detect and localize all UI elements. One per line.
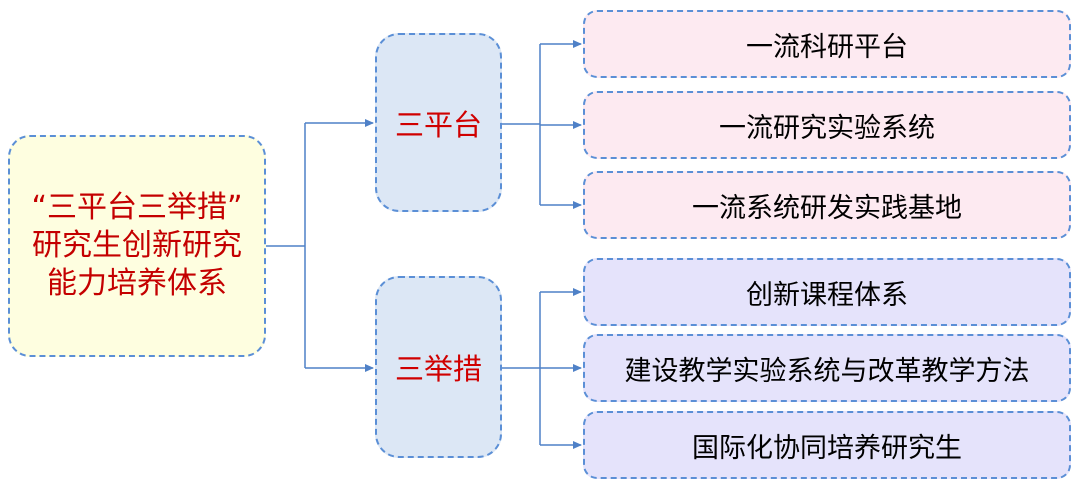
leaf-label: 建设教学实验系统与改革教学方法	[624, 355, 1030, 387]
leaf-node-platform-2: 一流研究实验系统	[583, 91, 1071, 159]
root-node: “三平台三举措” 研究生创新研究 能力培养体系	[8, 135, 266, 357]
leaf-node-measure-2: 建设教学实验系统与改革教学方法	[583, 334, 1071, 402]
root-title: “三平台三举措” 研究生创新研究 能力培养体系	[25, 189, 248, 303]
group-label-measures: 三举措	[394, 352, 482, 386]
root-line-2: 研究生创新研究	[32, 228, 242, 263]
leaf-label: 一流研究实验系统	[719, 112, 935, 144]
root-line-1: “三平台三举措”	[31, 190, 243, 225]
group-node-platforms: 三平台	[375, 33, 502, 212]
leaf-label: 创新课程体系	[746, 279, 908, 311]
leaf-node-platform-1: 一流科研平台	[583, 10, 1071, 78]
leaf-node-platform-3: 一流系统研发实践基地	[583, 171, 1071, 239]
leaf-label: 一流科研平台	[746, 31, 908, 63]
group-label-platforms: 三平台	[394, 107, 482, 142]
group-node-measures: 三举措	[375, 276, 502, 458]
leaf-label: 国际化协同培养研究生	[692, 432, 962, 464]
root-line-3: 能力培养体系	[47, 266, 227, 301]
leaf-node-measure-1: 创新课程体系	[583, 258, 1071, 326]
leaf-label: 一流系统研发实践基地	[692, 192, 962, 224]
leaf-node-measure-3: 国际化协同培养研究生	[583, 411, 1071, 479]
